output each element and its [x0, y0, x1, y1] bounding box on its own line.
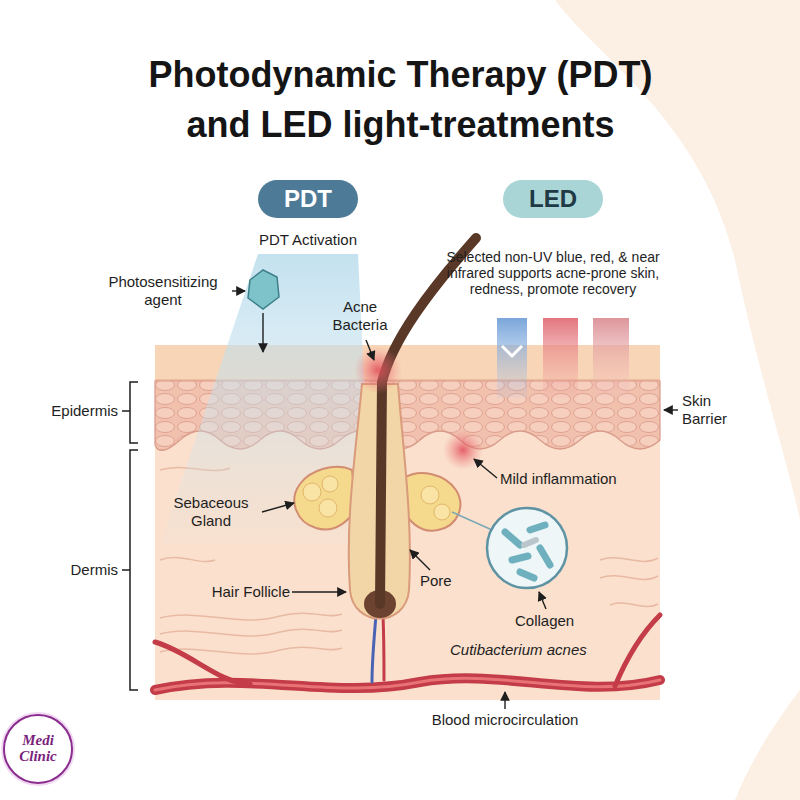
leader-arrow	[262, 503, 294, 512]
part-label: Photosensitizing agent	[98, 273, 228, 309]
pdt-pill: PDT	[258, 180, 358, 218]
inflammation-glow	[443, 430, 483, 470]
bacteria-magnifier	[512, 556, 528, 560]
part-label: Pore	[420, 572, 480, 590]
inflammation-glow	[354, 346, 402, 394]
logo-badge: Medi Clinic	[3, 714, 73, 784]
part-label: Mild inflammation	[500, 470, 650, 488]
collagen-fibres	[160, 629, 342, 636]
leader-arrow	[504, 692, 505, 709]
bacteria-magnifier	[452, 512, 492, 530]
collagen-fibres	[610, 603, 658, 607]
part-label: Hair Follicle	[186, 583, 290, 601]
part-label: Epidermis	[20, 402, 118, 420]
leader-arrow	[664, 409, 678, 410]
bacteria-magnifier	[505, 525, 550, 578]
node-text: LED	[529, 185, 577, 213]
leader-arrow	[232, 290, 245, 291]
led-light-beams	[543, 318, 578, 398]
bacteria-magnifier	[530, 525, 545, 530]
part-label: Skin Barrier	[682, 392, 752, 428]
sebaceous-gland	[421, 486, 439, 504]
bacteria-magnifier	[524, 540, 536, 545]
hair-shaft	[380, 238, 476, 604]
bacteria-magnifier	[520, 572, 534, 578]
part-label: Acne Bacteria	[322, 298, 398, 334]
bacteria-magnifier	[540, 548, 550, 565]
leader-arrow	[292, 591, 346, 592]
sebaceous-gland	[322, 476, 338, 492]
blood-vessel	[615, 615, 660, 686]
node-text: PDT	[284, 185, 332, 213]
collagen-fibres	[160, 613, 342, 620]
part-label: PDT Activation	[238, 231, 378, 249]
collagen-fibres	[160, 557, 215, 561]
sebaceous-gland	[319, 499, 337, 517]
part-label: Sebaceous Gland	[162, 494, 260, 530]
collagen-fibres	[160, 647, 342, 654]
led-light-beams	[593, 318, 629, 398]
sebaceous-gland	[294, 467, 356, 530]
leader-arrow	[410, 550, 430, 570]
node-text: Medi Clinic	[11, 733, 65, 765]
part-label: Dermis	[20, 561, 118, 579]
leader-arrow	[232, 291, 678, 709]
leader-arrow	[262, 313, 263, 352]
led-light-beams	[497, 318, 527, 398]
led-pill: LED	[503, 180, 603, 218]
layer-bracket	[122, 382, 138, 443]
blood-vessel	[372, 615, 376, 682]
part-label: Selected non-UV blue, red, & near infrar…	[440, 249, 666, 297]
led-light-beams	[497, 318, 629, 398]
leader-arrow	[366, 340, 374, 360]
sebaceous-gland	[434, 504, 450, 520]
sebaceous-gland	[303, 483, 321, 501]
bacteria-magnifier	[487, 508, 567, 588]
background-sweep	[735, 690, 800, 800]
leader-arrow	[474, 459, 497, 478]
diagram-title: Photodynamic Therapy (PDT) and LED light…	[128, 50, 673, 150]
blood-vessel	[155, 642, 250, 684]
part-label: Cutibacterium acnes	[450, 641, 620, 659]
led-light-beams	[502, 346, 522, 356]
part-label: Collagen	[515, 612, 605, 630]
bacteria-magnifier	[452, 508, 567, 588]
collagen-fibres	[600, 576, 658, 580]
blood-vessel	[383, 615, 384, 680]
layer-bracket	[122, 450, 138, 690]
part-label: Blood microcirculation	[405, 711, 605, 729]
sebaceous-gland	[403, 473, 460, 531]
bacteria-magnifier	[505, 532, 520, 545]
leader-arrow	[539, 592, 546, 609]
collagen-fibres	[600, 558, 658, 562]
pdt-light-beam	[160, 254, 372, 545]
blood-vessel	[155, 615, 660, 690]
photosensitizer-gem	[248, 270, 279, 309]
